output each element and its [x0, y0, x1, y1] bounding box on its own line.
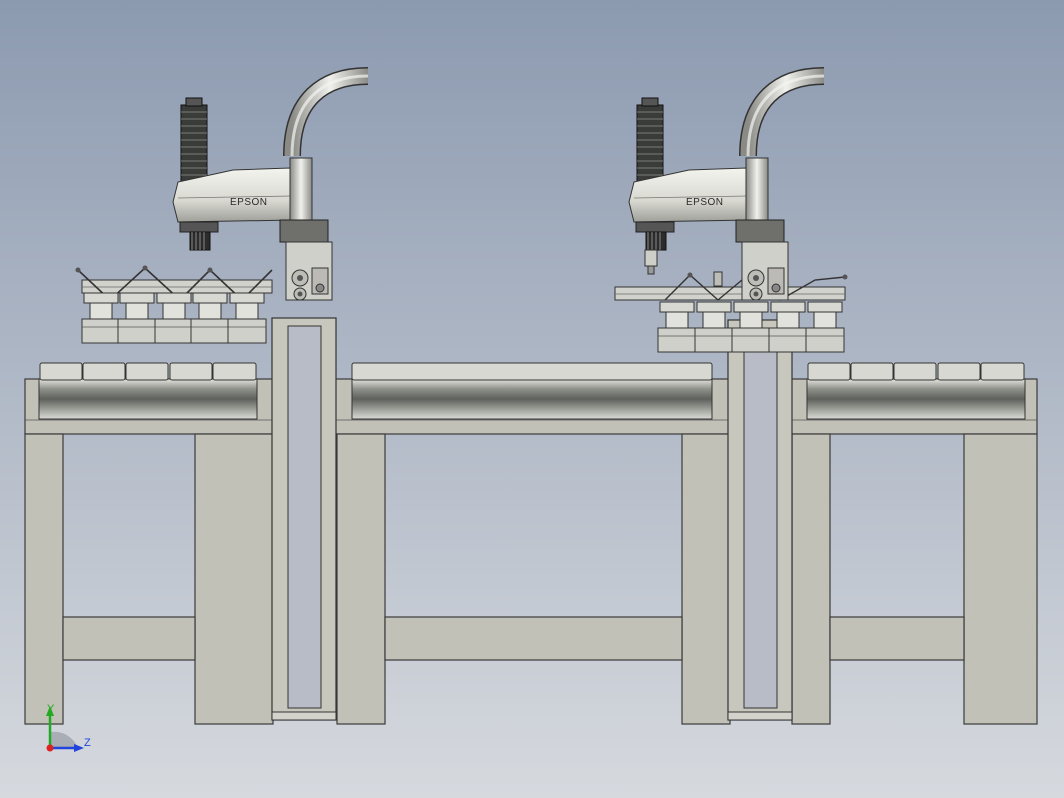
roller-right [806, 378, 1026, 420]
scara-robot-right: EPSON [614, 76, 848, 353]
z-arrow-icon [74, 744, 84, 752]
roller-centre [351, 378, 713, 420]
x-axis-dot [46, 744, 54, 752]
boxes-right [807, 362, 1025, 381]
box-centre [351, 362, 713, 381]
z-axis-label: Z [84, 737, 91, 749]
roller-left [38, 378, 258, 420]
boxes-left [39, 362, 257, 381]
robot-brand-label-left: EPSON [230, 197, 268, 208]
y-axis-label: Y [47, 703, 55, 715]
scara-robot-left: EPSON [75, 76, 369, 344]
robot-stand-left [271, 317, 337, 721]
y-arrow-icon [46, 706, 54, 716]
robot-brand-label-right: EPSON [686, 197, 724, 208]
robot-stand-right [727, 319, 793, 721]
triad-plane [50, 731, 78, 748]
axis-triad: Y Z [46, 703, 91, 752]
